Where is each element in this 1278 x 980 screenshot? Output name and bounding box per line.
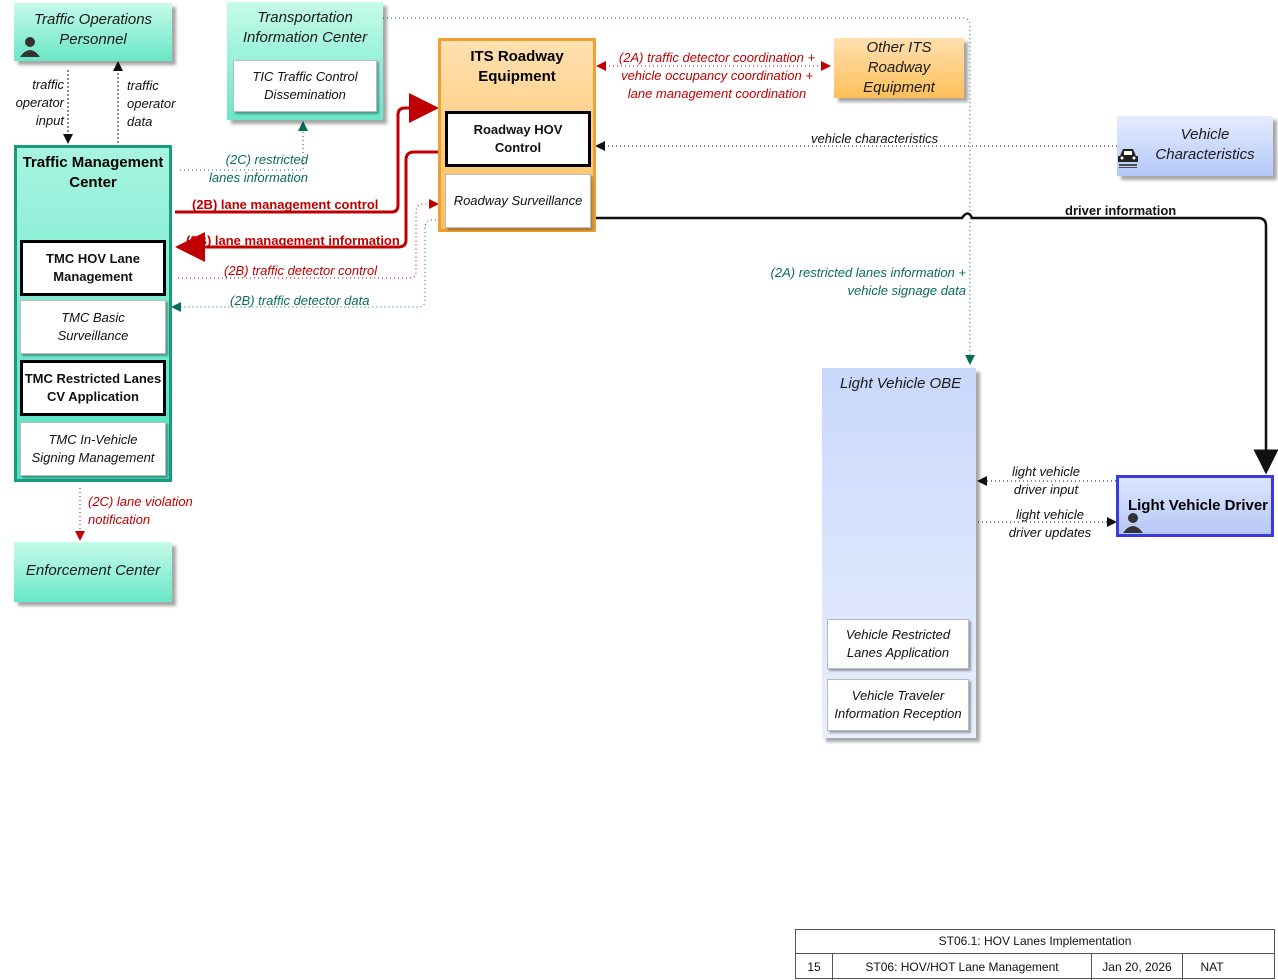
tic-title: Transportation Information Center <box>242 9 368 46</box>
label-traffic-detector-data: (2B) traffic detector data <box>230 293 370 308</box>
tmc-basic-surveillance: TMC Basic Surveillance <box>20 300 166 354</box>
its-roadway-title: ITS Roadway Equipment <box>470 48 564 85</box>
light-vehicle-obe-title: Light Vehicle OBE <box>840 375 962 392</box>
label-vehicle-characteristics: vehicle characteristics <box>811 131 939 146</box>
vehicle-traveler-information-reception: Vehicle Traveler Information Reception <box>827 679 969 731</box>
traffic-management-center-node: Traffic Management Center TMC HOV Lane M… <box>14 145 172 482</box>
traffic-operations-personnel-node: Traffic Operations Personnel <box>14 3 172 61</box>
footer-date: Jan 20, 2026 <box>1092 954 1183 980</box>
label-light-vehicle-driver-updates: light vehicle driver updates <box>1008 507 1092 540</box>
enforcement-center-title: Enforcement Center <box>25 562 161 579</box>
label-light-vehicle-driver-input: light vehicle driver input <box>1012 464 1080 497</box>
label-2a-coordination: (2A) traffic detector coordination + veh… <box>618 50 816 101</box>
footer-page-number: 15 <box>796 954 833 980</box>
light-vehicle-driver-node: Light Vehicle Driver <box>1116 475 1274 537</box>
roadway-surveillance: Roadway Surveillance <box>445 174 591 228</box>
label-traffic-operator-input: traffic operator input <box>15 77 64 128</box>
footer-diagram-title: ST06.1: HOV Lanes Implementation <box>796 930 1274 954</box>
tic-traffic-control-dissemination: TIC Traffic Control Dissemination <box>233 60 377 112</box>
its-roadway-equipment-node: ITS Roadway Equipment Roadway HOV Contro… <box>438 38 596 232</box>
other-its-title: Other ITS Roadway Equipment <box>863 39 935 96</box>
other-its-roadway-equipment-node: Other ITS Roadway Equipment <box>834 38 964 98</box>
label-driver-information: driver information <box>1065 203 1177 218</box>
tmc-restricted-lanes-cv-application: TMC Restricted Lanes CV Application <box>20 360 166 416</box>
label-traffic-operator-data: traffic operator data <box>127 78 176 129</box>
label-2a-restricted-lanes: (2A) restricted lanes information + vehi… <box>770 265 966 298</box>
person-icon <box>20 37 40 57</box>
light-vehicle-obe-node: Light Vehicle OBE Vehicle Restricted Lan… <box>822 368 976 738</box>
footer-section: ST06: HOV/HOT Lane Management <box>833 954 1092 980</box>
roadway-hov-control: Roadway HOV Control <box>445 111 591 167</box>
label-2c-restricted-lanes: (2C) restricted lanes information <box>209 152 308 185</box>
footer-title-block: ST06.1: HOV Lanes Implementation 15 ST06… <box>795 929 1275 980</box>
vehicle-characteristics-title: Vehicle Characteristics <box>1155 126 1255 163</box>
vehicle-restricted-lanes-application: Vehicle Restricted Lanes Application <box>827 619 969 669</box>
label-lane-violation-notification: (2C) lane violation notification <box>88 494 193 527</box>
footer-org: NAT <box>1200 960 1224 974</box>
tmc-title: Traffic Management Center <box>22 154 164 191</box>
label-lane-management-control: (2B) lane management control <box>192 197 379 212</box>
label-traffic-detector-control: (2B) traffic detector control <box>224 263 378 278</box>
tmc-in-vehicle-signing-management: TMC In-Vehicle Signing Management <box>20 422 166 476</box>
light-vehicle-driver-title: Light Vehicle Driver <box>1127 497 1269 514</box>
traffic-operations-personnel-title: Traffic Operations Personnel <box>33 11 153 48</box>
vehicle-characteristics-node: Vehicle Characteristics <box>1117 116 1273 176</box>
enforcement-center-node: Enforcement Center <box>14 542 172 602</box>
transportation-information-center-node: Transportation Information Center TIC Tr… <box>227 2 383 120</box>
label-lane-management-information: (2B) lane management information <box>186 233 400 248</box>
person-icon <box>1123 513 1143 533</box>
car-icon <box>1118 149 1138 168</box>
tmc-hov-lane-management: TMC HOV Lane Management <box>20 240 166 296</box>
